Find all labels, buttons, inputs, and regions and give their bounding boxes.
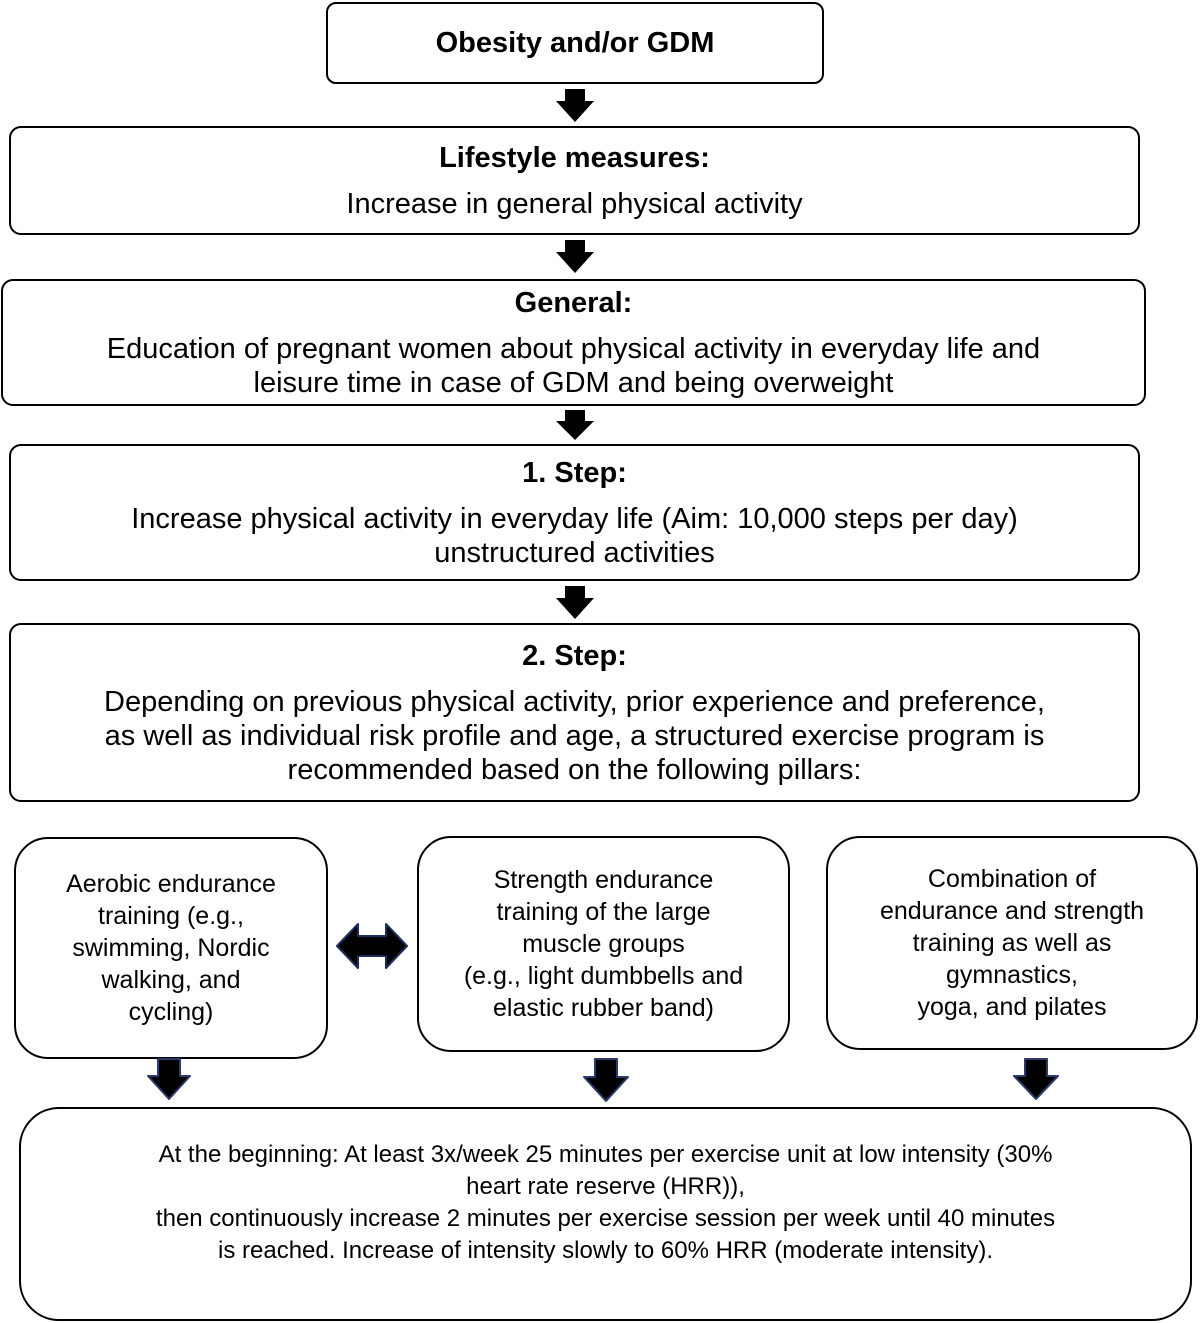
arrow-down-3	[556, 410, 594, 440]
pillar-strength-line-2: training of the large	[496, 898, 711, 926]
arrow-down-4	[556, 586, 594, 619]
pillar-strength-line-4: (e.g., light dumbbells and	[463, 962, 744, 990]
training-plan-line-1: At the beginning: At least 3x/week 25 mi…	[158, 1141, 1053, 1168]
training-plan-line-2: heart rate reserve (HRR)),	[466, 1173, 745, 1200]
box-step-1-line-2: unstructured activities	[434, 536, 715, 569]
pillar-strength-line-5: elastic rubber band)	[493, 994, 714, 1022]
pillar-combination-line-1: Combination of	[927, 865, 1097, 893]
box-obesity-gdm-title: Obesity and/or GDM	[435, 27, 715, 59]
box-step-1-title: 1. Step:	[522, 456, 627, 489]
box-general: General: Education of pregnant women abo…	[1, 279, 1146, 406]
box-general-line-2: leisure time in case of GDM and being ov…	[253, 366, 894, 399]
box-pillar-aerobic: Aerobic endurance training (e.g., swimmi…	[14, 837, 328, 1059]
pillar-strength-line-3: muscle groups	[522, 930, 685, 958]
box-general-title: General:	[514, 286, 633, 319]
arrow-down-aerobic	[147, 1058, 191, 1100]
arrow-down-1	[556, 89, 594, 122]
box-step-2-line-1: Depending on previous physical activity,…	[104, 685, 1045, 718]
box-step-2-line-3: recommended based on the following pilla…	[287, 753, 862, 786]
box-pillar-combination: Combination of endurance and strength tr…	[826, 836, 1198, 1050]
box-lifestyle-measures: Lifestyle measures: Increase in general …	[9, 126, 1140, 235]
box-step-1: 1. Step: Increase physical activity in e…	[9, 444, 1140, 581]
box-step-2-title: 2. Step:	[522, 639, 627, 672]
pillar-strength-line-1: Strength endurance	[493, 866, 714, 894]
pillar-aerobic-line-4: walking, and	[101, 966, 241, 994]
box-lifestyle-line: Increase in general physical activity	[346, 187, 803, 220]
pillar-aerobic-line-1: Aerobic endurance	[66, 870, 276, 898]
box-training-plan: At the beginning: At least 3x/week 25 mi…	[19, 1107, 1192, 1321]
box-step-2: 2. Step: Depending on previous physical …	[9, 623, 1140, 802]
pillar-combination-line-5: yoga, and pilates	[917, 993, 1107, 1021]
pillar-combination-line-3: training as well as	[912, 929, 1112, 957]
box-pillar-strength: Strength endurance training of the large…	[417, 836, 790, 1052]
box-step-2-line-2: as well as individual risk profile and a…	[104, 719, 1045, 752]
arrow-down-combination	[1013, 1058, 1059, 1100]
pillar-aerobic-line-5: cycling)	[128, 998, 214, 1026]
arrow-down-strength	[583, 1058, 629, 1102]
pillar-combination-line-4: gymnastics,	[946, 961, 1078, 989]
training-plan-line-4: is reached. Increase of intensity slowly…	[218, 1237, 993, 1264]
double-arrow-icon	[336, 923, 408, 969]
pillar-aerobic-line-3: swimming, Nordic	[72, 934, 270, 962]
box-general-line-1: Education of pregnant women about physic…	[106, 332, 1041, 365]
box-lifestyle-title: Lifestyle measures:	[439, 141, 710, 174]
pillar-aerobic-line-2: training (e.g.,	[98, 902, 244, 930]
box-obesity-gdm: Obesity and/or GDM	[326, 2, 824, 84]
arrow-down-2	[556, 240, 594, 273]
pillar-combination-line-2: endurance and strength	[879, 897, 1145, 925]
box-step-1-line-1: Increase physical activity in everyday l…	[131, 502, 1018, 535]
training-plan-line-3: then continuously increase 2 minutes per…	[155, 1205, 1056, 1232]
